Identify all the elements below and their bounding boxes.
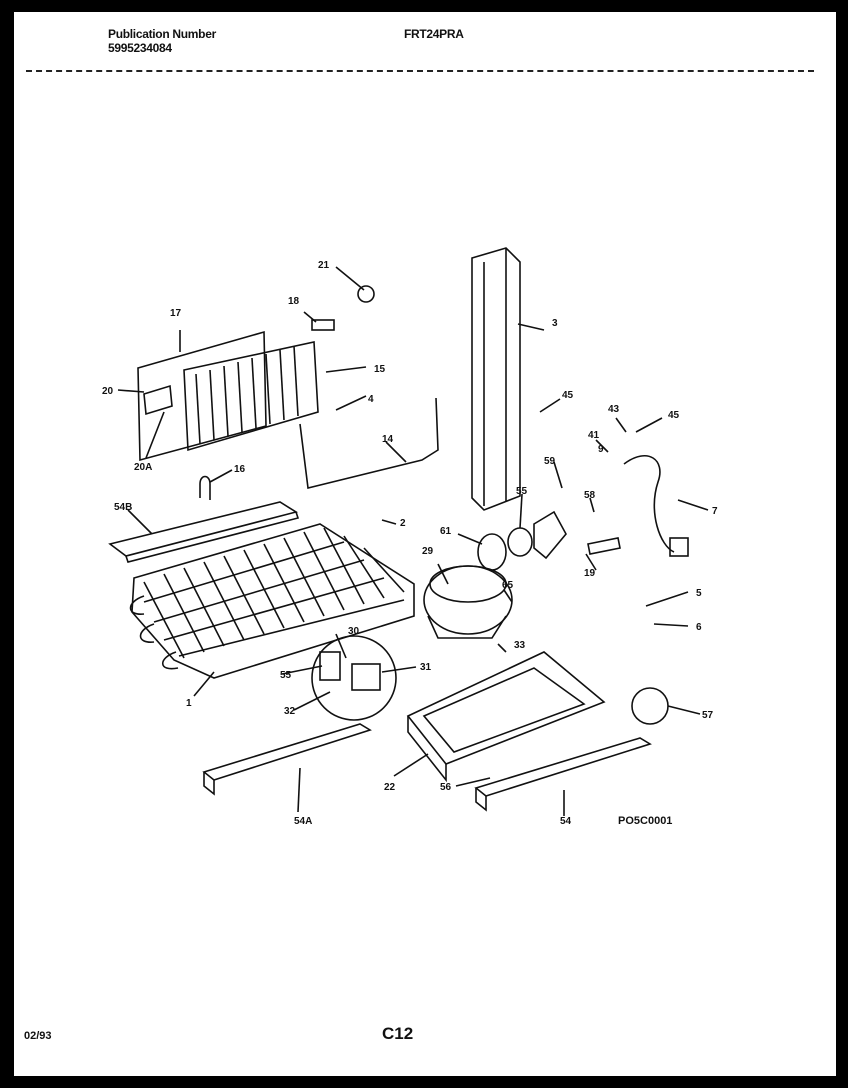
fan-motor-part [477,510,567,571]
condenser-coil-part [129,523,415,679]
publication-number: 5995234084 [108,41,172,55]
callout-2: 2 [400,518,406,529]
rail-54-part [474,737,652,812]
callout-17: 17 [170,308,182,319]
evaporator-part [137,330,319,462]
callout-22: 22 [384,782,396,793]
callout-5: 5 [696,588,702,599]
callout-9: 9 [598,444,604,455]
diagram-reference-code: PO5C0001 [618,815,672,827]
bracket-54b-part [108,501,300,563]
thermistor-part [357,285,375,303]
callout-54a: 54A [294,816,312,827]
clip-part [311,319,335,331]
callout-41: 41 [588,430,600,441]
callout-55a: 55 [516,486,528,497]
callout-19: 19 [584,568,596,579]
callout-45a: 45 [562,390,574,401]
callout-20a: 20A [134,462,152,473]
relay-inset-part [311,635,397,721]
page-number: C12 [382,1024,414,1043]
callout-7: 7 [712,506,718,517]
callout-15: 15 [374,364,386,375]
callout-33: 33 [514,640,526,651]
callout-18: 18 [288,296,300,307]
callout-56: 56 [440,782,452,793]
publication-label: Publication Number [108,27,216,41]
cord-plug-part [669,537,689,557]
callout-3: 3 [552,318,558,329]
callout-57: 57 [702,710,714,721]
callout-61: 61 [440,526,452,537]
callout-58a: 58 [584,490,596,501]
callout-6: 6 [696,622,702,633]
callout-43: 43 [608,404,620,415]
revision-date: 02/93 [24,1030,52,1042]
callout-21: 21 [318,260,330,271]
callout-59: 59 [544,456,556,467]
callout-20: 20 [102,386,114,397]
callout-29: 29 [422,546,434,557]
exploded-view-diagram: 21 18 17 15 20 4 14 20A 16 54B 2 1 3 45 … [102,247,718,827]
cabinet-channel-part [471,247,521,511]
callout-54b: 54B [114,502,132,513]
base-pan-part [406,651,606,783]
callout-65: 65 [502,580,514,591]
header-divider [26,70,814,72]
compressor-part [423,565,513,639]
parts-diagram-sheet: Publication Number 5995234084 FRT24PRA [14,12,836,1076]
hairpin-part [199,475,211,500]
callout-54: 54 [560,816,572,827]
model-number: FRT24PRA [404,27,464,41]
grommet-part [631,687,669,725]
callout-45b: 45 [668,410,680,421]
callout-31: 31 [420,662,432,673]
callout-14: 14 [382,434,394,445]
callout-16: 16 [234,464,246,475]
callout-30: 30 [348,626,360,637]
callout-32: 32 [284,706,296,717]
power-cord-part [623,454,675,553]
tube-14-part [299,397,439,489]
rail-54a-part [202,723,372,796]
drain-tube-part [587,537,621,555]
callout-58b: 55 [280,670,292,681]
callout-1: 1 [186,698,192,709]
callout-4: 4 [368,394,374,405]
callout-labels: 21 18 17 15 20 4 14 20A 16 54B 2 1 3 45 … [102,260,718,827]
